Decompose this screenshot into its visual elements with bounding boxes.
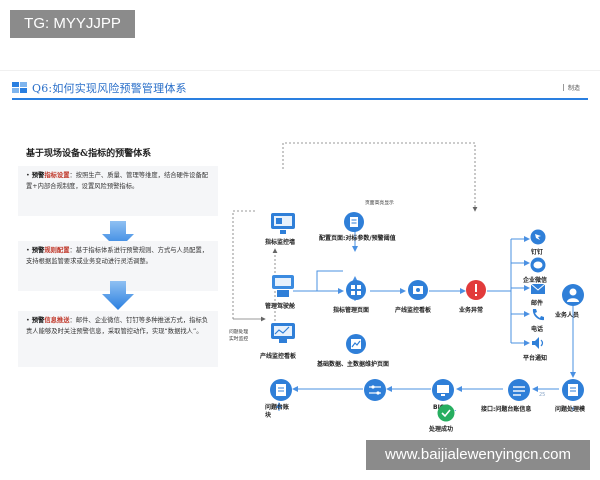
slide: Q6:如何实现风险预警管理体系 制造 基于现场设备&指标的预警体系 • 预警指标…	[0, 70, 600, 433]
top-note: 页面高亮显示	[365, 201, 394, 206]
dingtalk-icon	[530, 229, 546, 245]
node-phone: 电话	[531, 326, 544, 333]
indicator-mgmt-icon	[346, 280, 366, 300]
node-cockpit: 管理驾驶舱	[265, 303, 296, 310]
node-line-board-mid: 产线监控看板	[395, 307, 432, 314]
card-body: ：按照生产、质量、管理等维度，结合硬件设备配置+内部合规制度，设置风险预警指标。	[26, 172, 209, 190]
node-platform-notice: 平台通知	[523, 355, 548, 362]
problem-ledger-icon	[270, 379, 292, 401]
node-processed: 处理成功	[429, 426, 454, 433]
watermark-url: www.baijialewenyingcn.com	[366, 440, 590, 470]
phone-icon	[532, 309, 544, 321]
card-bold: 预警	[31, 317, 45, 324]
card-rule-config: • 预警规则配置：基于指标体系进行预警规则、方式与人员配置，支持根据监管要求或业…	[18, 241, 218, 291]
node-problem-ledger: 问题台账 块	[265, 404, 290, 419]
speaker-icon	[532, 337, 544, 349]
card-info-push: • 预警信息推送：邮件、企业微信、钉钉等多种推送方式，指标负责人能够及时关注预警…	[18, 311, 218, 367]
node-indicator-mgmt: 指标管理页面	[333, 307, 370, 314]
line-board-mid-icon	[408, 280, 428, 300]
node-problem-handling: 问题处理模	[555, 406, 586, 413]
warning-flow-diagram: 页面高亮显示 问题处理 实时监控 指标监控墙 管理驾驶舱 产线监控看板	[225, 111, 595, 433]
config-page-icon	[344, 212, 364, 232]
node-business-staff: 业务人员	[555, 312, 580, 319]
card-body: ：邮件、企业微信、钉钉等多种推送方式，指标负责人能够及时关注预警信息，采取管控动…	[26, 317, 209, 335]
node-interface: 接口:问题台账信息	[481, 406, 532, 413]
down-arrow-icon	[102, 221, 134, 250]
slide-title-bar: Q6:如何实现风险预警管理体系 制造	[0, 71, 600, 105]
title-icon	[12, 82, 27, 93]
wecom-icon	[530, 257, 546, 273]
node-wecom: 企业微信	[523, 277, 548, 284]
node-business-exception: 业务异常	[459, 307, 484, 314]
tg-label: TG: MYYJJPP	[10, 10, 135, 38]
node-line-board-left: 产线监控看板	[260, 353, 297, 360]
title-divider	[12, 98, 588, 100]
card-body: ：基于指标体系进行预警规则、方式与人员配置，支持根据监管要求或业务变动进行灵活调…	[26, 247, 209, 265]
monitor-wall-icon	[271, 213, 295, 234]
card-bold: 预警	[31, 247, 45, 254]
cockpit-icon	[272, 275, 294, 297]
corner-tag: 制造	[563, 83, 580, 92]
biqs-icon	[432, 379, 454, 401]
card-indicator-setting: • 预警指标设置：按照生产、质量、管理等维度，结合硬件设备配置+内部合规制度，设…	[18, 166, 218, 216]
down-arrow-icon	[102, 281, 134, 310]
node-base-data: 基础数据、主数据维护页面	[317, 361, 390, 368]
problem-handling-icon	[562, 379, 584, 401]
card-highlight: 指标设置	[44, 172, 70, 179]
node-email: 邮件	[531, 300, 544, 307]
settings-sliders-icon	[364, 379, 386, 401]
interface-icon	[508, 379, 530, 401]
card-bold: 预警	[31, 172, 45, 179]
node-config-page: 配置页面:对标参数/预警阈值	[319, 235, 396, 242]
business-staff-icon	[562, 284, 584, 306]
node-indicator-monitor: 指标监控墙	[265, 239, 296, 246]
slide-title: Q6:如何实现风险预警管理体系	[32, 82, 187, 95]
page-mark: 25	[539, 392, 546, 398]
node-dingtalk: 钉钉	[531, 249, 544, 256]
left-note: 问题处理 实时监控	[229, 330, 249, 342]
card-highlight: 信息推送	[44, 317, 70, 324]
base-data-icon	[346, 334, 366, 354]
success-check-icon	[437, 404, 455, 422]
card-highlight: 规则配置	[44, 247, 70, 254]
email-icon	[530, 283, 546, 294]
line-board-icon	[271, 323, 295, 343]
alert-icon	[466, 280, 486, 300]
left-section-title: 基于现场设备&指标的预警体系	[26, 149, 152, 159]
